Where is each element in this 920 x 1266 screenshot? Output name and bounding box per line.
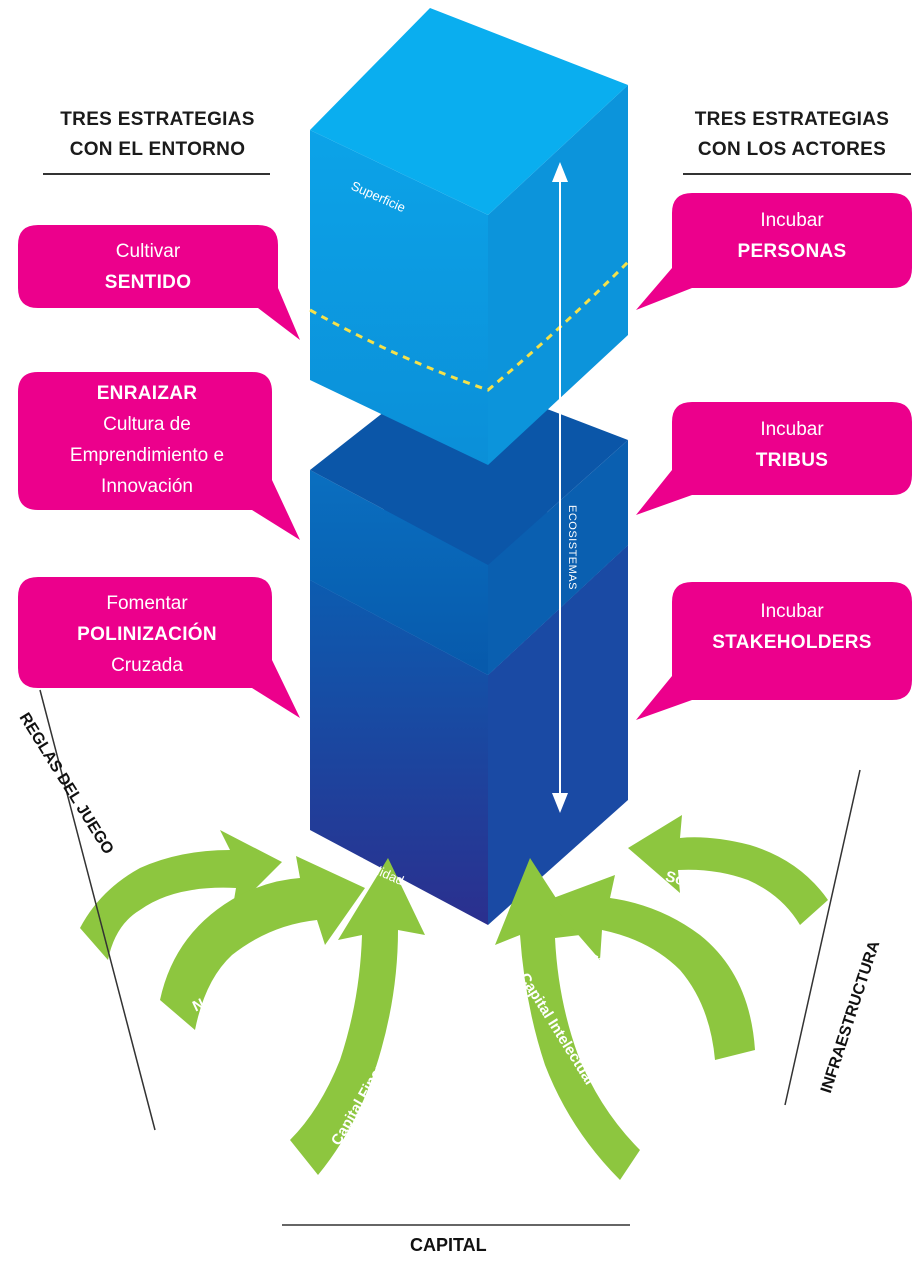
left-bubble-2: [18, 372, 300, 540]
arrow-leyes: [80, 830, 282, 960]
heading-right-line1: TRES ESTRATEGIAS: [694, 109, 890, 130]
left-bubble-2-line2: Cultura de: [103, 414, 191, 435]
left-bubble-3-line1: Fomentar: [106, 593, 188, 614]
right-bubble-3: [636, 582, 912, 720]
right-bubble-2-text: Incubar TRIBUS: [672, 414, 912, 476]
left-bubble-2-line4: Innovación: [101, 476, 193, 497]
heading-left: TRES ESTRATEGIAS CON EL ENTORNO: [40, 105, 275, 165]
right-bubble-3-text: Incubar STAKEHOLDERS: [672, 596, 912, 658]
left-bubble-2-line1: ENRAIZAR: [96, 383, 198, 404]
left-bubble-3: [18, 577, 300, 718]
right-bubble-2: [636, 402, 912, 515]
heading-left-rule: [43, 173, 270, 175]
arrow-fisica-tecnologica: [548, 875, 755, 1060]
arrow-normativas: [160, 856, 365, 1030]
right-bubble-1-line2: PERSONAS: [737, 241, 847, 262]
heading-right-rule: [683, 173, 911, 175]
left-bubble-3-text: Fomentar POLINIZACIÓN Cruzada: [18, 588, 276, 681]
right-bubble-3-line1: Incubar: [760, 601, 824, 622]
heading-right: TRES ESTRATEGIAS CON LOS ACTORES: [672, 105, 912, 165]
left-bubble-1-line1: Cultivar: [115, 241, 181, 262]
heading-left-line2: CON EL ENTORNO: [69, 139, 246, 160]
right-bubble-1-text: Incubar PERSONAS: [672, 205, 912, 267]
arrow-socios-cultural: [628, 815, 828, 925]
surface-dashed-line: [309, 260, 630, 392]
arrow-capital-financiero: [290, 858, 425, 1175]
right-bubble-2-line1: Incubar: [760, 419, 824, 440]
heading-right-line2: CON LOS ACTORES: [697, 139, 887, 160]
cube-block-top: [310, 8, 628, 465]
infraestructura-divider: [784, 769, 861, 1106]
left-bubble-3-line3: Cruzada: [111, 655, 183, 676]
left-bubble-2-text: ENRAIZAR Cultura de Emprendimiento e Inn…: [18, 378, 276, 502]
depth-axis-arrow: [552, 162, 568, 813]
left-bubble-3-line2: POLINIZACIÓN: [77, 624, 217, 645]
right-bubble-3-line2: STAKEHOLDERS: [712, 632, 872, 653]
reglas-divider: [39, 689, 156, 1131]
right-bubble-2-line2: TRIBUS: [755, 450, 829, 471]
cube-axis-label: ECOSISTEMAS: [566, 505, 578, 590]
right-bubble-1: [636, 193, 912, 310]
left-bubble-1-text: Cultivar SENTIDO: [18, 236, 278, 298]
right-bubble-1-line1: Incubar: [760, 210, 824, 231]
arrow-capital-intelectual: [495, 858, 640, 1180]
left-bubble-1-line2: SENTIDO: [104, 272, 192, 293]
left-bubble-1: [18, 225, 300, 340]
left-bubble-2-line3: Emprendimiento e: [69, 445, 225, 466]
heading-left-line1: TRES ESTRATEGIAS: [60, 109, 255, 130]
capital-label: CAPITAL: [410, 1235, 487, 1255]
